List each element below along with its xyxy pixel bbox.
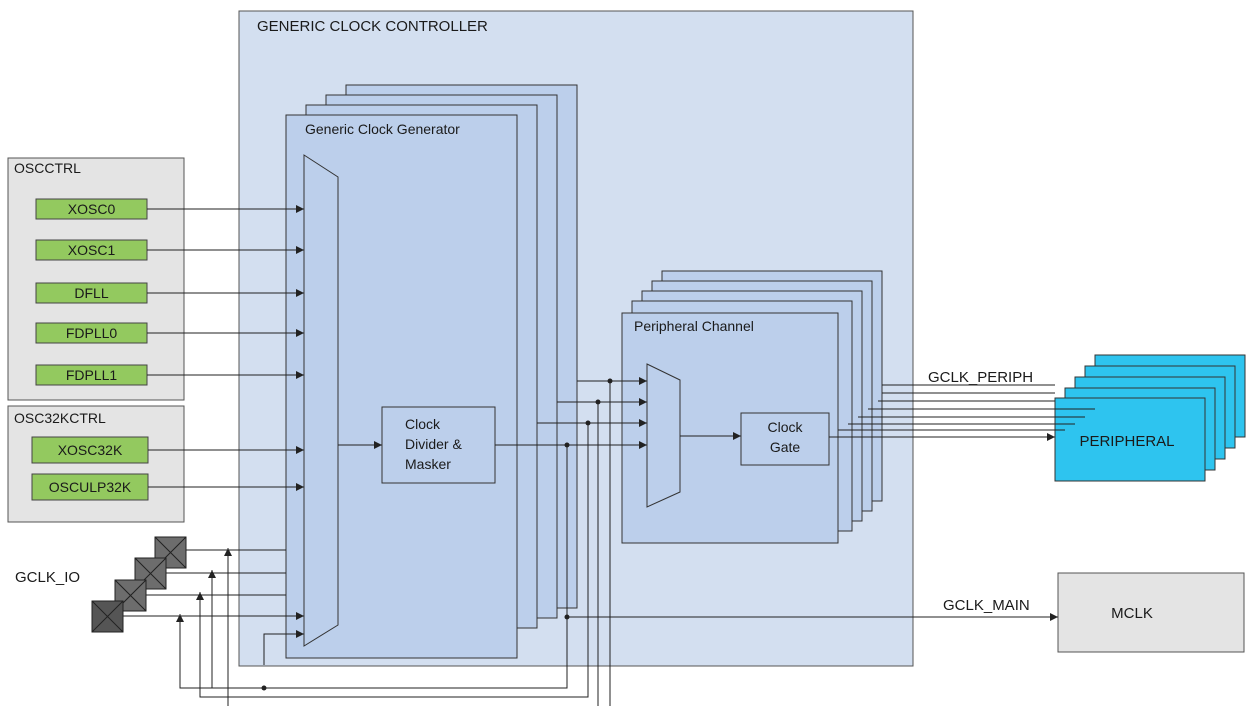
connections <box>123 205 1095 706</box>
osc32kctrl-title: OSC32KCTRL <box>14 410 106 426</box>
oscctrl-box <box>7 157 185 401</box>
source-dfll-label: DFLL <box>74 285 108 301</box>
osc32kctrl-group: OSC32KCTRL XOSC32K OSCULP32K <box>7 405 185 523</box>
clock-gate <box>740 412 830 466</box>
gate-line1: Clock <box>767 419 803 435</box>
peripheral-label: PERIPHERAL <box>1079 433 1174 450</box>
generator-title: Generic Clock Generator <box>305 121 460 137</box>
osc32kctrl-box <box>7 405 185 523</box>
divider-line1: Clock <box>405 416 441 432</box>
mclk-block <box>1057 572 1245 653</box>
channel-title: Peripheral Channel <box>634 318 754 334</box>
generator-mux <box>303 154 339 647</box>
source-fdpll1-label: FDPLL1 <box>66 367 118 383</box>
source-fdpll0-label: FDPLL0 <box>66 325 118 341</box>
oscctrl-title: OSCCTRL <box>14 160 81 176</box>
peripheral-stack: PERIPHERAL <box>1054 354 1246 482</box>
source-xosc32k-label: XOSC32K <box>58 442 123 458</box>
io-pin-3 <box>91 600 124 633</box>
channel-mux <box>646 363 681 508</box>
mclk-label: MCLK <box>1111 605 1153 622</box>
divider-line3: Masker <box>405 456 451 472</box>
oscctrl-group: OSCCTRL XOSC0 XOSC1 DFLL FDPLL0 FDPLL1 <box>7 157 185 401</box>
gclk-main-label: GCLK_MAIN <box>943 597 1030 614</box>
source-xosc0-label: XOSC0 <box>68 201 116 217</box>
gclk-io-pins <box>91 536 187 633</box>
controller-title: GENERIC CLOCK CONTROLLER <box>257 18 488 35</box>
source-xosc1-label: XOSC1 <box>68 242 116 258</box>
source-osculp32k <box>31 473 149 501</box>
gclk-io-label: GCLK_IO <box>15 569 80 586</box>
divider-line2: Divider & <box>405 436 462 452</box>
gate-line2: Gate <box>770 439 801 455</box>
peripheral-block <box>1054 397 1206 482</box>
clock-divider-masker <box>381 406 496 484</box>
source-osculp32k-label: OSCULP32K <box>49 479 132 495</box>
junction-dots <box>261 378 613 691</box>
gclk-periph-label: GCLK_PERIPH <box>928 369 1033 386</box>
